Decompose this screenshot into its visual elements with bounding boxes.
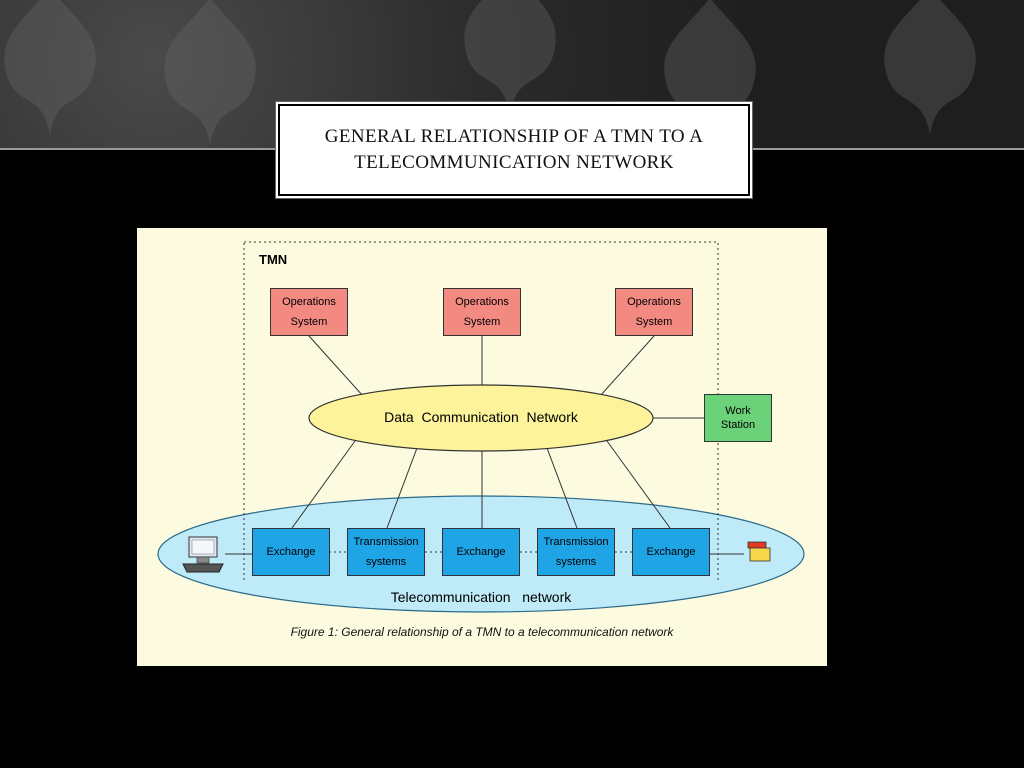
tmn-label: TMN: [259, 252, 288, 267]
link-dcn-node4: [546, 447, 578, 529]
transmission-systems-node-2: Transmission systems: [537, 528, 615, 576]
figure-caption: Figure 1: General relationship of a TMN …: [290, 625, 674, 639]
dcn-ellipse: [308, 384, 654, 452]
exchange-node-1: Exchange: [252, 528, 330, 576]
workstation: Work Station: [704, 394, 772, 442]
operations-system-3: Operations System: [615, 288, 693, 336]
damask-ornament: [884, 0, 976, 135]
computer-terminal-icon: [182, 536, 224, 573]
slide-title-box: GENERAL RELATIONSHIP OF A TMN TO A TELEC…: [278, 104, 750, 196]
transmission-systems-node-1: Transmission systems: [347, 528, 425, 576]
telecom-network-label: Telecommunication network: [390, 589, 572, 605]
link-dcn-node2: [386, 447, 418, 529]
tmn-figure: TMN Operations System Operations System …: [137, 228, 827, 666]
operations-system-1: Operations System: [270, 288, 348, 336]
telephone-icon: [747, 541, 771, 562]
link-dcn-node1: [291, 440, 356, 529]
slide-title: GENERAL RELATIONSHIP OF A TMN TO A TELEC…: [324, 126, 704, 173]
damask-ornament: [164, 0, 256, 145]
operations-system-2: Operations System: [443, 288, 521, 336]
dcn-label: Data Communication Network: [384, 409, 578, 425]
link-ops3-dcn: [599, 335, 655, 397]
link-ops1-dcn: [308, 335, 364, 397]
exchange-node-3: Exchange: [632, 528, 710, 576]
link-dcn-node5: [606, 440, 671, 529]
exchange-node-2: Exchange: [442, 528, 520, 576]
damask-ornament: [4, 0, 96, 135]
damask-ornament: [464, 0, 556, 115]
